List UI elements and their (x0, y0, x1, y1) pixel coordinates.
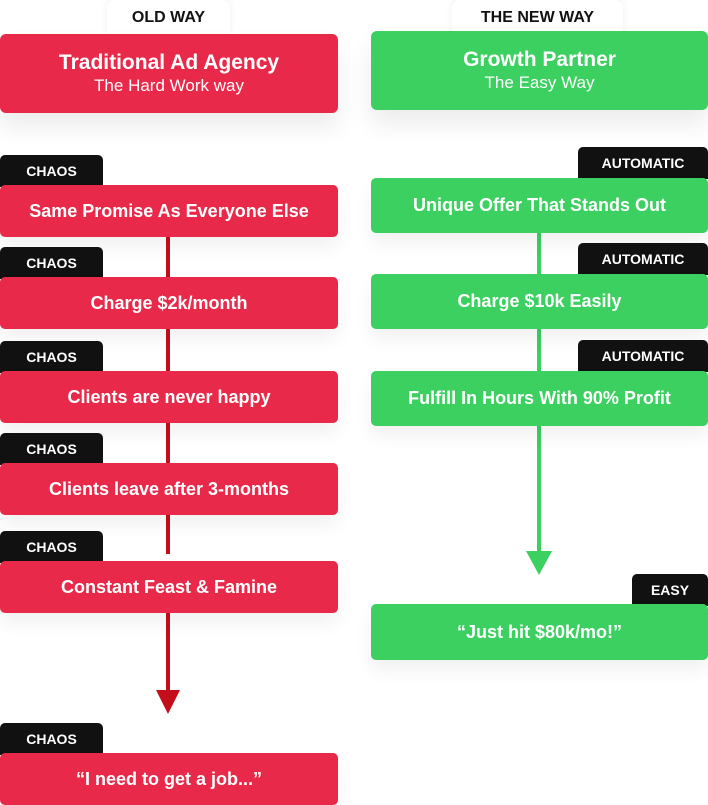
old-step-4-tag: CHAOS (0, 433, 103, 465)
old-way-title: Traditional Ad Agency (58, 50, 280, 74)
old-step-5: Constant Feast & Famine (0, 561, 338, 613)
old-result: “I need to get a job...” (0, 753, 338, 805)
old-way-header: Traditional Ad Agency The Hard Work way (0, 34, 338, 113)
new-step-3-tag: AUTOMATIC (578, 340, 708, 372)
new-step-3: Fulfill In Hours With 90% Profit (371, 371, 708, 426)
new-step-2: Charge $10k Easily (371, 274, 708, 329)
new-way-header: Growth Partner The Easy Way (371, 31, 708, 110)
old-step-2: Charge $2k/month (0, 277, 338, 329)
old-step-5-tag: CHAOS (0, 531, 103, 563)
new-way-label: THE NEW WAY (452, 0, 623, 36)
old-step-1: Same Promise As Everyone Else (0, 185, 338, 237)
new-way-title: Growth Partner (463, 47, 616, 71)
old-step-3-tag: CHAOS (0, 341, 103, 373)
old-way-arrow-shaft (166, 612, 170, 694)
old-result-tag: CHAOS (0, 723, 103, 755)
new-step-1: Unique Offer That Stands Out (371, 178, 708, 233)
old-step-4: Clients leave after 3-months (0, 463, 338, 515)
new-way-subtitle: The Easy Way (484, 72, 595, 92)
old-step-3: Clients are never happy (0, 371, 338, 423)
old-step-1-tag: CHAOS (0, 155, 103, 187)
new-result: “Just hit $80k/mo!” (371, 604, 708, 660)
old-way-arrow-head (156, 690, 180, 714)
old-way-label: OLD WAY (107, 0, 230, 36)
new-way-arrow-head (526, 551, 552, 575)
new-step-1-tag: AUTOMATIC (578, 147, 708, 179)
old-step-2-tag: CHAOS (0, 247, 103, 279)
new-step-2-tag: AUTOMATIC (578, 243, 708, 275)
old-way-subtitle: The Hard Work way (94, 75, 244, 95)
new-result-tag: EASY (632, 574, 708, 606)
